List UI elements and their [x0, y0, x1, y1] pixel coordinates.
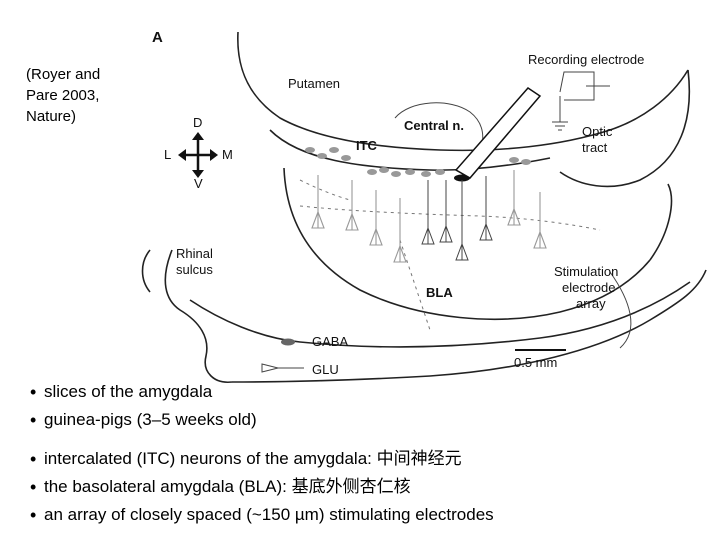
label-putamen: Putamen [288, 76, 340, 91]
bullet-list-bottom: intercalated (ITC) neurons of the amygda… [30, 445, 700, 529]
scale-bar: 0.5 mm [514, 349, 566, 370]
bullet-item: guinea-pigs (3–5 weeks old) [30, 406, 700, 434]
label-bla: BLA [426, 285, 453, 300]
label-stim-line1: Stimulation [554, 264, 618, 279]
slice-outlines [141, 31, 707, 383]
bullet-list-top: slices of the amygdala guinea-pigs (3–5 … [30, 378, 700, 434]
label-central-nucleus: Central n. [404, 118, 464, 133]
bullet-item: an array of closely spaced (~150 µm) sti… [30, 501, 700, 529]
gaba-symbol [281, 338, 295, 346]
label-itc: ITC [356, 138, 378, 153]
pyramidal-neurons [311, 170, 547, 263]
legend-gaba: GABA [312, 334, 348, 349]
compass-medial: M [222, 147, 233, 162]
bullet-item: slices of the amygdala [30, 378, 700, 406]
citation: (Royer and Pare 2003, Nature) [26, 64, 136, 127]
bullet-item: the basolateral amygdala (BLA): 基底外侧杏仁核 [30, 473, 700, 501]
citation-line3: Nature) [26, 108, 77, 125]
label-optic-line1: Optic [582, 124, 613, 139]
compass-ventral: V [194, 176, 203, 191]
label-stim-line3: array [576, 296, 606, 311]
legend: GABA GLU [261, 334, 348, 377]
citation-line2: Pare 2003, [26, 87, 100, 104]
citation-line1: (Royer and [26, 66, 101, 83]
glu-symbol [261, 363, 304, 373]
itc-neuron-cluster [305, 147, 531, 177]
compass-lateral: L [164, 147, 171, 162]
legend-glu: GLU [312, 362, 339, 377]
compass-dorsal: D [193, 115, 202, 130]
label-optic-line2: tract [582, 140, 608, 155]
bullet-item: intercalated (ITC) neurons of the amygda… [30, 445, 700, 473]
scale-label: 0.5 mm [514, 355, 557, 370]
label-stim-line2: electrode [562, 280, 615, 295]
label-rhinal-line2: sulcus [176, 262, 213, 277]
orientation-compass: D V L M [164, 115, 233, 191]
label-rhinal-line1: Rhinal [176, 246, 213, 261]
recording-electrode [454, 71, 610, 179]
label-recording-electrode: Recording electrode [528, 52, 644, 67]
panel-letter: A [152, 29, 163, 46]
